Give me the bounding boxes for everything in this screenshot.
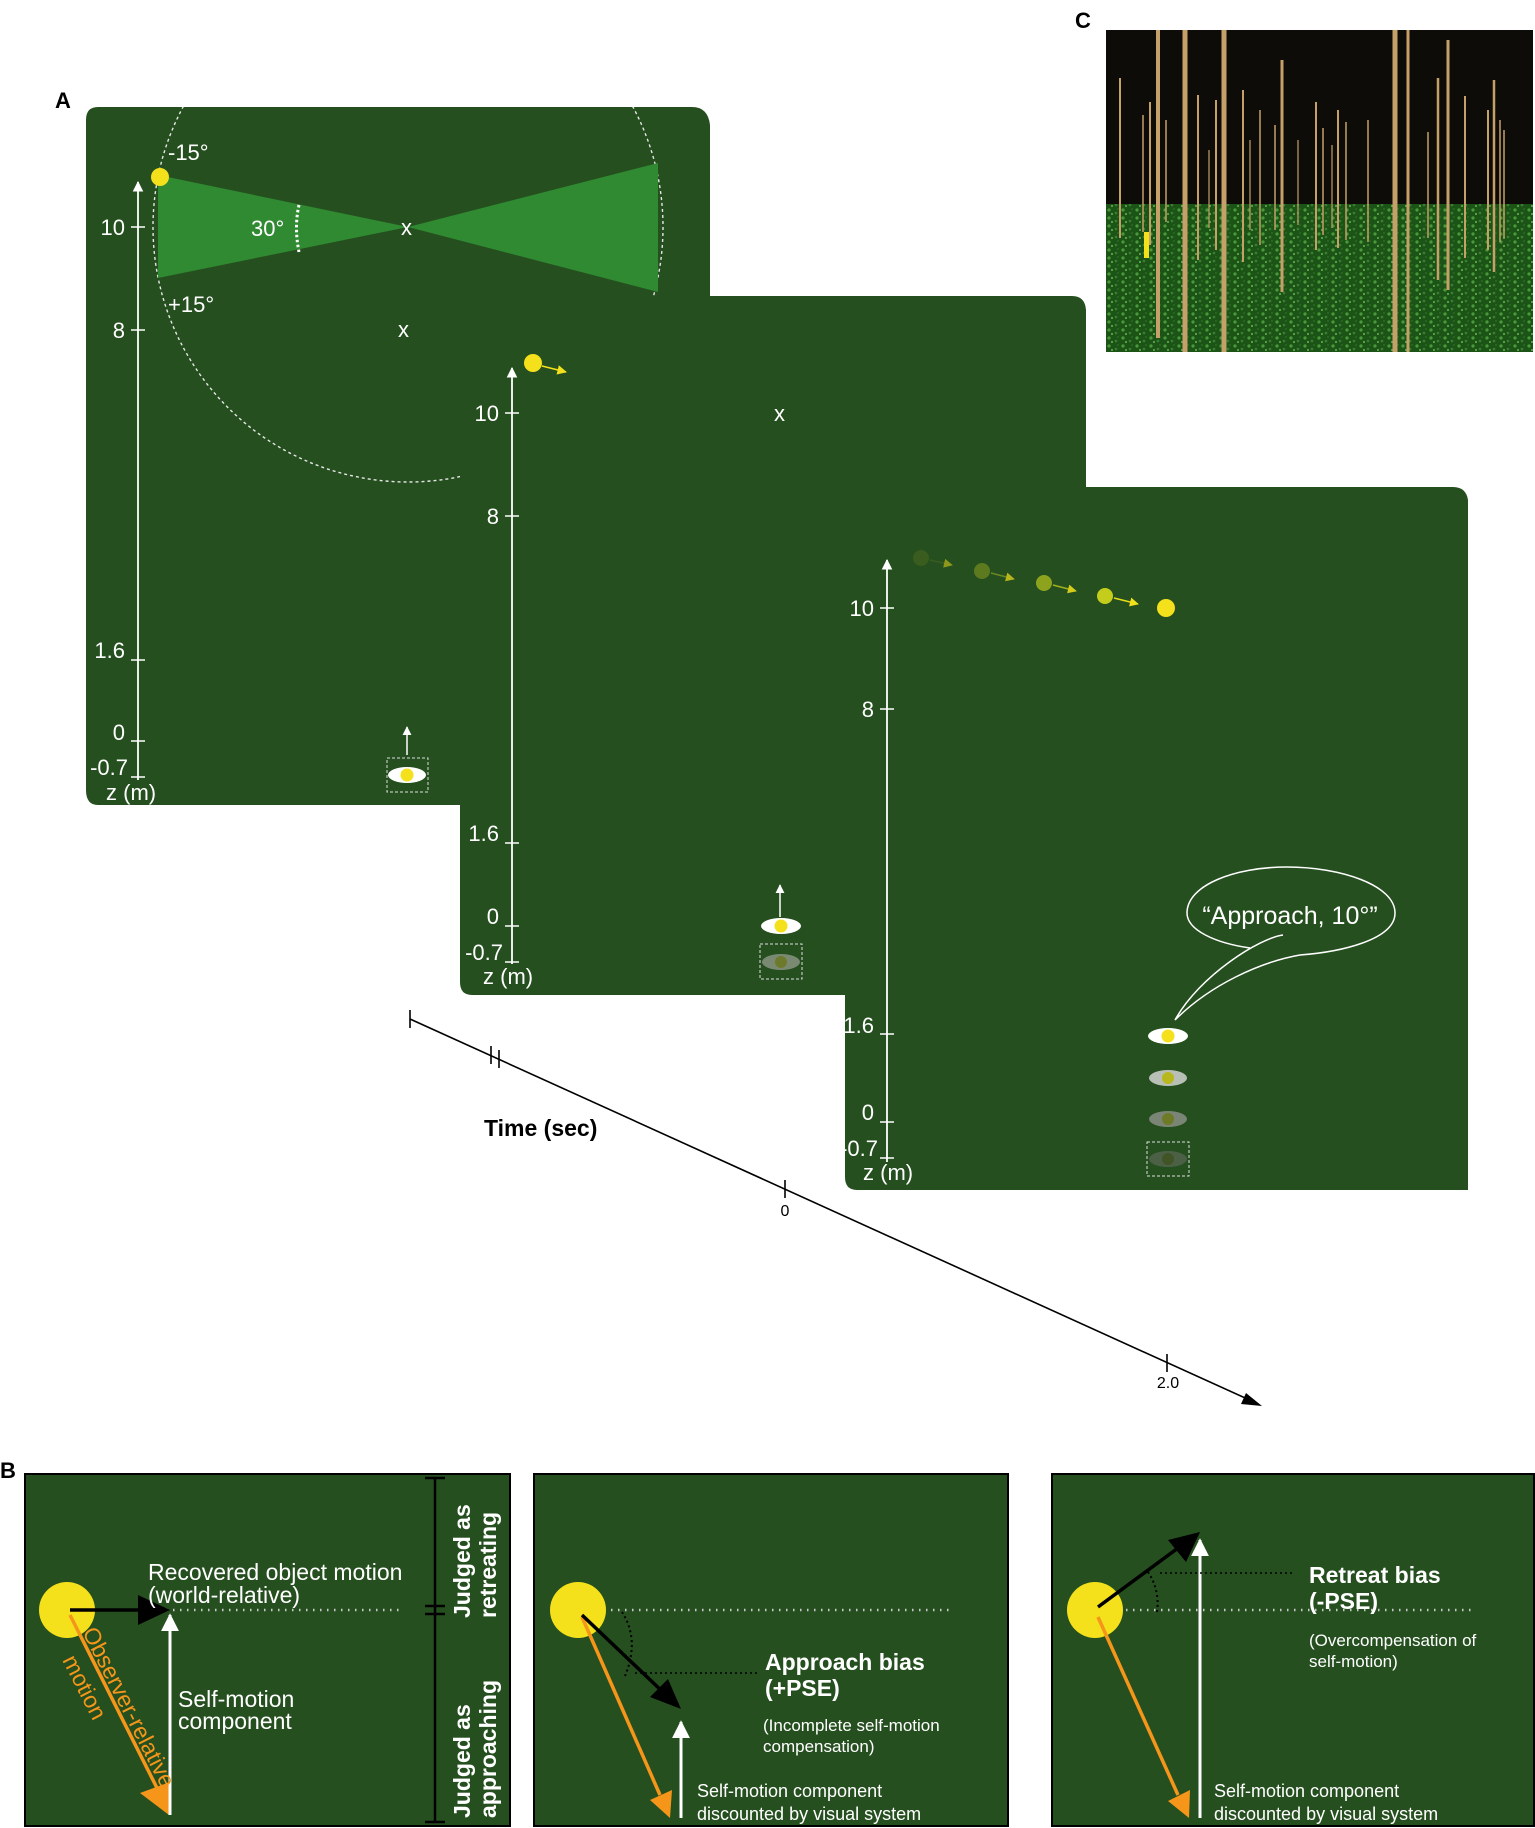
cone-right — [408, 163, 658, 292]
angle-arc — [621, 1611, 633, 1677]
angle-arc — [1147, 1571, 1159, 1613]
discount-label: Self-motion component — [1214, 1781, 1399, 1801]
panel-b-box-1: Recovered object motion (world-relative)… — [24, 1473, 511, 1827]
panel-label-b: B — [0, 1458, 16, 1483]
target-bar — [1144, 232, 1149, 258]
timeline: Time (sec) 0 2.0 — [409, 1010, 1262, 1406]
bias-note: (Overcompensation of — [1309, 1631, 1477, 1650]
tick-label: 10 — [850, 596, 874, 621]
panel-b-box-3: Retreat bias (-PSE) (Overcompensation of… — [1051, 1473, 1535, 1827]
tick-label: 1.6 — [94, 638, 125, 663]
fixation-mark: x — [401, 215, 412, 240]
judged-retreating-label: Judged as — [449, 1504, 475, 1618]
tick-label: 10 — [101, 215, 125, 240]
bias-sublabel: (-PSE) — [1309, 1588, 1378, 1614]
tick-label: 1.6 — [843, 1013, 874, 1038]
object-dot — [39, 1582, 95, 1638]
judged-approaching-label: approaching — [475, 1680, 501, 1818]
frame-3: 10 8 1.6 0 -0.7 z (m) “Approach, 10°” — [840, 487, 1468, 1190]
bias-note: (Incomplete self-motion — [763, 1716, 940, 1735]
fixation-mark: x — [398, 317, 409, 342]
bias-note: self-motion) — [1309, 1652, 1398, 1671]
tick-label: 0 — [113, 720, 125, 745]
range-circle — [152, 107, 664, 483]
panel-b-box-2: Approach bias (+PSE) (Incomplete self-mo… — [533, 1473, 1009, 1827]
discount-label: discounted by visual system — [697, 1804, 921, 1824]
observer-start-box — [386, 757, 429, 793]
tick-label: -0.7 — [465, 940, 503, 965]
panel-label-a: A — [55, 88, 71, 113]
angle-bottom-label: +15° — [168, 292, 214, 317]
recovered-motion-vector — [580, 1613, 668, 1697]
object-dot — [1067, 1582, 1123, 1638]
observer-start-box — [759, 943, 803, 980]
discount-label: Self-motion component — [697, 1781, 882, 1801]
tick-label: -0.7 — [90, 755, 128, 780]
bias-note: compensation) — [763, 1737, 875, 1756]
observer-start-box — [1146, 1141, 1190, 1177]
target-dot — [151, 168, 169, 186]
angle-mid-label: 30° — [251, 216, 284, 241]
axis-label: z (m) — [106, 780, 156, 805]
tick-label: 8 — [113, 318, 125, 343]
tick-label: 8 — [487, 504, 499, 529]
bias-label: Retreat bias — [1309, 1562, 1441, 1588]
self-motion-label: component — [178, 1708, 292, 1734]
observer-relative-vector — [580, 1616, 662, 1796]
judged-retreating-label: retreating — [475, 1512, 501, 1618]
poles — [1119, 30, 1505, 352]
target-trail — [913, 550, 1175, 617]
target-dot — [1157, 599, 1175, 617]
time-axis-label: Time (sec) — [484, 1115, 597, 1141]
target-dot — [524, 354, 542, 372]
tick-label: 10 — [475, 401, 499, 426]
tick-label: 8 — [862, 697, 874, 722]
speech-text: “Approach, 10°” — [1202, 902, 1377, 930]
sky — [1106, 30, 1533, 204]
recovered-sublabel: (world-relative) — [148, 1582, 300, 1608]
self-motion-label: Self-motion — [178, 1686, 294, 1712]
fixation-mark: x — [774, 401, 785, 426]
axis-label: z (m) — [483, 964, 533, 989]
ground — [1106, 204, 1533, 352]
speech-bubble — [1174, 866, 1396, 1021]
time-tick-label: 2.0 — [1157, 1375, 1179, 1392]
axis-label: z (m) — [863, 1160, 913, 1185]
recovered-label: Recovered object motion — [148, 1559, 402, 1585]
recovered-motion-vector — [1096, 1546, 1180, 1609]
judged-approaching-label: Judged as — [449, 1704, 475, 1818]
panel-label-c: C — [1075, 8, 1091, 33]
bias-sublabel: (+PSE) — [765, 1675, 840, 1701]
bias-label: Approach bias — [765, 1649, 925, 1675]
angle-top-label: -15° — [168, 140, 209, 165]
tick-label: 0 — [487, 904, 499, 929]
target-motion-arrow — [541, 365, 567, 375]
tick-label: 0 — [862, 1100, 874, 1125]
discount-label: discounted by visual system — [1214, 1804, 1438, 1824]
tick-label: 1.6 — [468, 821, 499, 846]
tick-label: -0.7 — [840, 1136, 878, 1161]
observer-relative-vector — [1096, 1616, 1180, 1796]
cone-left — [158, 175, 408, 278]
panel-c-scene — [1106, 30, 1533, 352]
time-tick-label: 0 — [781, 1203, 790, 1220]
observer-relative-vector — [68, 1614, 160, 1791]
time-axis — [409, 1018, 1255, 1403]
